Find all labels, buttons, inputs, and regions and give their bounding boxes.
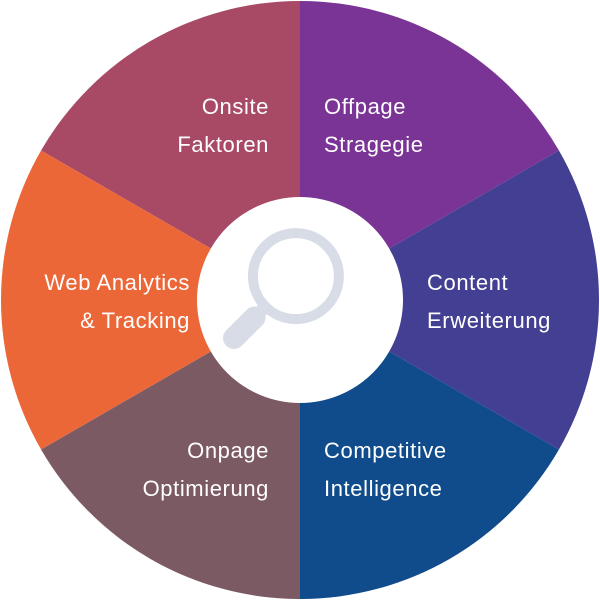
segment-label-line: Erweiterung — [427, 308, 551, 333]
segment-label-line: Offpage — [324, 94, 406, 119]
segment-label-line: Stragegie — [324, 132, 424, 157]
segment-label-line: Content — [427, 270, 508, 295]
magnifier-icon — [223, 228, 344, 349]
segment-label-analytics: Web Analytics & Tracking — [44, 270, 190, 333]
segment-label-line: Intelligence — [324, 476, 443, 501]
segment-label-line: Onsite — [202, 94, 269, 119]
segment-label-line: Optimierung — [143, 476, 269, 501]
center-circle — [197, 197, 403, 403]
segment-content — [300, 150, 599, 450]
segment-label-line: & Tracking — [80, 308, 190, 333]
segment-label-line: Web Analytics — [44, 270, 190, 295]
segment-label-line: Competitive — [324, 438, 447, 463]
segment-label-line: Faktoren — [177, 132, 269, 157]
segment-analytics — [1, 150, 301, 450]
segment-label-line: Onpage — [187, 438, 269, 463]
